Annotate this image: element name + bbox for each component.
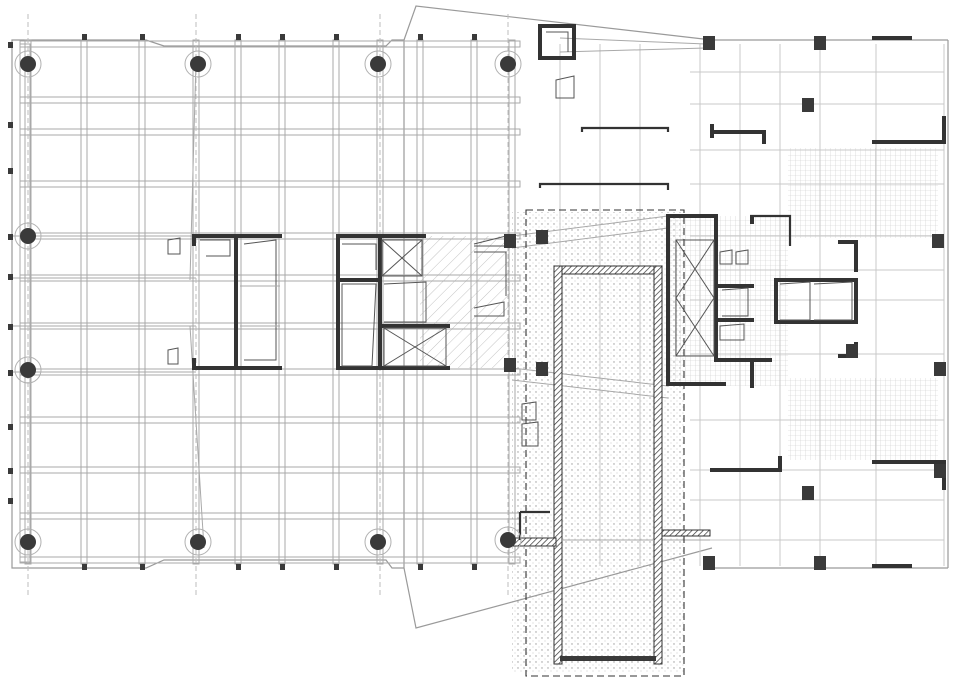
- fine-grid-zone-core: [668, 216, 788, 386]
- core-left: [167, 234, 282, 370]
- square-column: [536, 362, 548, 376]
- edge-stud: [8, 274, 13, 280]
- beam-horizontal: [19, 180, 521, 188]
- square-column: [504, 234, 516, 248]
- column-ring: [364, 50, 392, 78]
- edge-stud: [8, 370, 13, 376]
- edge-stud: [8, 168, 13, 174]
- square-column: [703, 556, 715, 570]
- edge-stud: [334, 564, 339, 570]
- round-column: [370, 534, 386, 550]
- square-column: [934, 362, 946, 376]
- right-rooms: [521, 24, 946, 568]
- edge-stud: [8, 468, 13, 474]
- square-column: [932, 234, 944, 248]
- diagonal-hatch-zone: [420, 236, 510, 368]
- square-column: [934, 464, 946, 478]
- square-column: [504, 358, 516, 372]
- square-column: [814, 556, 826, 570]
- textured-zones: [420, 148, 938, 672]
- columns: [8, 34, 946, 570]
- edge-stud: [8, 498, 13, 504]
- round-column: [500, 56, 516, 72]
- central-core-tube: [511, 265, 711, 665]
- edge-stud: [140, 34, 145, 40]
- square-column: [814, 36, 826, 50]
- edge-stud: [236, 34, 241, 40]
- edge-stud: [280, 34, 285, 40]
- edge-stud: [472, 564, 477, 570]
- round-column: [20, 228, 36, 244]
- column-ring: [14, 50, 42, 78]
- column-ring: [14, 222, 42, 250]
- edge-stud: [8, 424, 13, 430]
- column-ring: [184, 50, 212, 78]
- edge-stud: [8, 122, 13, 128]
- edge-stud: [8, 324, 13, 330]
- round-column: [370, 56, 386, 72]
- edge-stud: [472, 34, 477, 40]
- fine-grid-zone-right-upper: [788, 148, 938, 238]
- beam-vertical: [80, 39, 88, 565]
- round-column: [190, 534, 206, 550]
- core-right: [666, 214, 858, 388]
- beam-vertical: [508, 39, 516, 565]
- square-column: [703, 36, 715, 50]
- beam-horizontal: [19, 416, 521, 424]
- fine-grid-zone-right-lower: [788, 378, 938, 460]
- edge-stud: [236, 564, 241, 570]
- round-column: [20, 56, 36, 72]
- square-column: [846, 344, 858, 358]
- beam-horizontal: [19, 512, 521, 520]
- edge-stud: [82, 34, 87, 40]
- column-ring: [14, 528, 42, 556]
- beam-horizontal: [19, 128, 521, 136]
- beam-horizontal: [19, 274, 521, 282]
- column-ring: [14, 356, 42, 384]
- square-column: [802, 486, 814, 500]
- edge-stud: [334, 34, 339, 40]
- beam-horizontal: [19, 96, 521, 104]
- beam-vertical: [278, 39, 286, 565]
- column-ring: [364, 528, 392, 556]
- core-middle: [336, 234, 507, 370]
- edge-stud: [8, 234, 13, 240]
- square-column: [802, 98, 814, 112]
- square-column: [536, 230, 548, 244]
- edge-stud: [140, 564, 145, 570]
- dashed-boundary: [525, 209, 685, 677]
- round-column: [20, 362, 36, 378]
- edge-stud: [82, 564, 87, 570]
- edge-stud: [280, 564, 285, 570]
- column-ring: [494, 50, 522, 78]
- beam-vertical: [138, 39, 146, 565]
- column-ring: [184, 528, 212, 556]
- round-column: [190, 56, 206, 72]
- round-column: [500, 532, 516, 548]
- beam-horizontal: [19, 40, 521, 48]
- beam-horizontal: [19, 466, 521, 474]
- edge-stud: [418, 34, 423, 40]
- column-ring: [494, 526, 522, 554]
- edge-stud: [418, 564, 423, 570]
- edge-stud: [8, 42, 13, 48]
- beam-horizontal: [19, 322, 521, 330]
- beam-horizontal: [19, 556, 521, 564]
- round-column: [20, 534, 36, 550]
